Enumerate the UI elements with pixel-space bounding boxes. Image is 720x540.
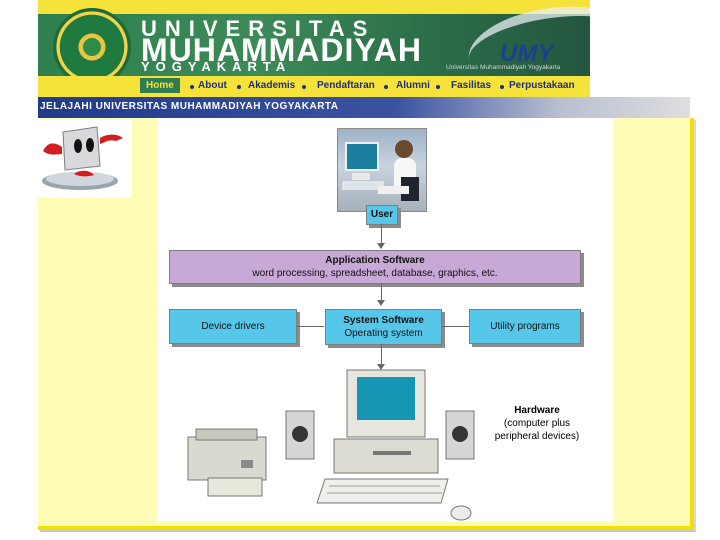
nav-perpustakaan[interactable]: Perpustakaan (509, 80, 575, 91)
user-box: User (366, 205, 398, 225)
device-drivers-label: Device drivers (170, 321, 296, 332)
nav-separator-dot (190, 85, 194, 89)
device-drivers-box: Device drivers (169, 309, 297, 344)
nav-akademis[interactable]: Akademis (248, 80, 295, 91)
umy-logo-subtext: Universitas Muhammadiyah Yogyakarta (446, 64, 560, 71)
user-photo (337, 128, 427, 212)
header-banner: UNIVERSITAS MUHAMMADIYAH YOGYAKARTA UMY … (38, 0, 590, 98)
system-software-box: System Software Operating system (325, 309, 442, 345)
system-software-title: System Software (326, 315, 441, 326)
connector-application-to-system (381, 283, 382, 301)
connector-user-to-application (381, 224, 382, 244)
software-layer-diagram: User Application Software word processin… (157, 118, 613, 522)
nav-separator-dot (500, 85, 504, 89)
hardware-title: Hardware (481, 404, 593, 417)
arrow-down-icon (377, 243, 385, 249)
connector-device-drivers-to-system (297, 326, 324, 327)
connector-system-to-hardware (381, 344, 382, 365)
computer-mascot-icon (38, 120, 132, 198)
university-city-text: YOGYAKARTA (141, 59, 291, 74)
section-banner-title: JELAJAHI UNIVERSITAS MUHAMMADIYAH YOGYAK… (40, 101, 339, 112)
system-software-subtitle: Operating system (326, 328, 441, 339)
nav-separator-dot (436, 85, 440, 89)
nav-fasilitas[interactable]: Fasilitas (451, 80, 491, 91)
navigation-menu: Home About Akademis Pendaftaran Alumni F… (38, 76, 590, 98)
utility-programs-label: Utility programs (470, 321, 580, 332)
nav-pendaftaran[interactable]: Pendaftaran (317, 80, 375, 91)
utility-programs-box: Utility programs (469, 309, 581, 344)
bottom-divider (40, 530, 695, 532)
university-seal-icon (53, 8, 131, 86)
user-label: User (367, 209, 397, 220)
hardware-line-1: (computer plus (481, 417, 593, 430)
nav-about[interactable]: About (198, 80, 227, 91)
hardware-line-2: peripheral devices) (481, 430, 593, 443)
application-software-examples: word processing, spreadsheet, database, … (170, 268, 580, 279)
section-banner: JELAJAHI UNIVERSITAS MUHAMMADIYAH YOGYAK… (38, 97, 690, 118)
connector-system-to-utility (442, 326, 469, 327)
nav-separator-dot (237, 85, 241, 89)
hardware-illustration (183, 365, 483, 525)
application-software-title: Application Software (170, 255, 580, 266)
nav-home[interactable]: Home (140, 78, 180, 93)
header-top-strip (38, 0, 590, 14)
arrow-down-icon (377, 300, 385, 306)
application-software-box: Application Software word processing, sp… (169, 250, 581, 284)
nav-separator-dot (384, 85, 388, 89)
hardware-description: Hardware (computer plus peripheral devic… (481, 404, 593, 443)
nav-alumni[interactable]: Alumni (396, 80, 430, 91)
nav-separator-dot (302, 85, 306, 89)
